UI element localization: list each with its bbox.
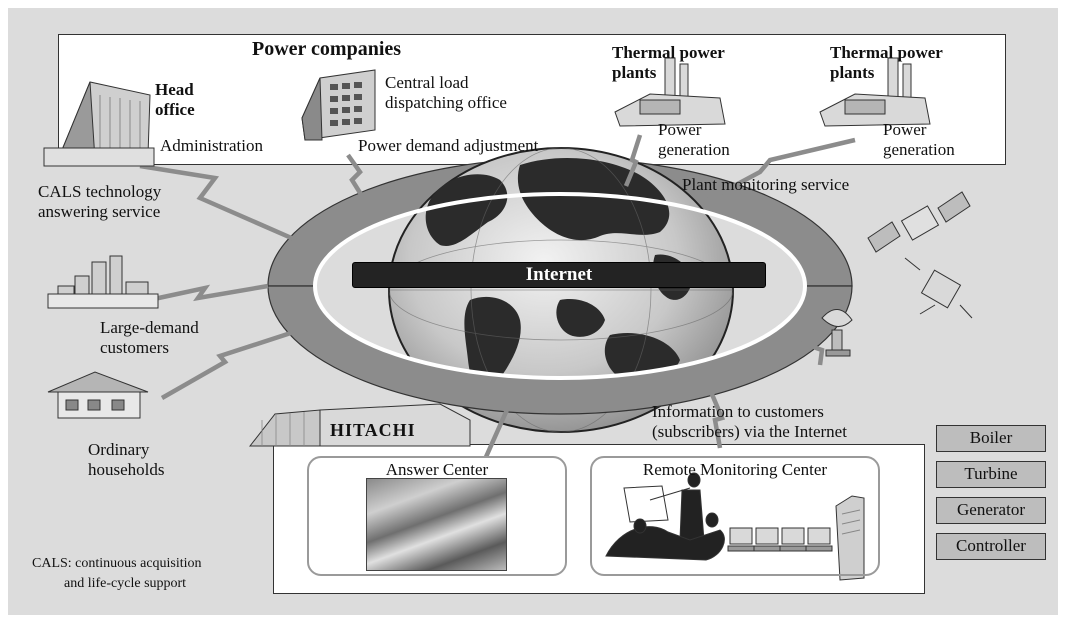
power-generation-2-line1: Power	[883, 120, 927, 139]
cals-service-line2: answering service	[38, 202, 161, 221]
thermal-plants-1-line2: plants	[612, 63, 657, 82]
power-demand-label: Power demand adjustment	[358, 136, 539, 155]
controller-box: Controller	[936, 533, 1046, 560]
central-load-line2: dispatching office	[385, 93, 507, 112]
administration-label: Administration	[160, 136, 263, 155]
head-office-building-icon	[43, 81, 155, 167]
head-office-line1: Head	[155, 80, 194, 99]
factory-icon	[47, 255, 159, 309]
thermal-plant-icon-1	[614, 57, 726, 127]
thermal-plants-2-line2: plants	[830, 63, 875, 82]
power-generation-1-line2: generation	[658, 140, 730, 159]
info-customers-line2: (subscribers) via the Internet	[652, 422, 847, 441]
satellite-icon-1	[867, 191, 971, 253]
dish-antenna-icon	[821, 309, 853, 357]
ring-inner-highlight	[313, 192, 807, 380]
thermal-plants-2-line1: Thermal power	[830, 43, 943, 62]
large-demand-line2: customers	[100, 338, 169, 357]
dispatching-office-icon	[301, 69, 376, 141]
ordinary-line1: Ordinary	[88, 440, 150, 459]
cals-note-line1: CALS: continuous acquisition	[32, 556, 202, 571]
answer-center-photo	[366, 478, 507, 571]
power-generation-2-line2: generation	[883, 140, 955, 159]
turbine-box: Turbine	[936, 461, 1046, 488]
remote-monitoring-center-box: Remote Monitoring Center	[590, 456, 880, 576]
thermal-plants-1-line1: Thermal power	[612, 43, 725, 62]
ordinary-line2: households	[88, 460, 165, 479]
power-generation-1-line1: Power	[658, 120, 702, 139]
large-demand-line1: Large-demand	[100, 318, 199, 337]
boiler-box: Boiler	[936, 425, 1046, 452]
globe-gridlines	[388, 147, 734, 433]
thermal-plant-icon-2	[819, 57, 931, 127]
head-office-line2: office	[155, 100, 195, 119]
monitoring-scene	[605, 472, 865, 581]
power-companies-title: Power companies	[252, 38, 402, 60]
cals-service-line1: CALS technology	[38, 182, 162, 201]
plant-monitoring-label: Plant monitoring service	[682, 175, 850, 194]
info-customers-line1: Information to customers	[652, 402, 824, 421]
house-icon	[47, 371, 149, 419]
internet-bar: Internet	[352, 262, 766, 288]
central-load-line1: Central load	[385, 73, 469, 92]
hitachi-logo: HITACHI	[330, 420, 416, 440]
generator-box: Generator	[936, 497, 1046, 524]
satellite-icon-2	[904, 257, 973, 319]
answer-center-title: Answer Center	[385, 460, 489, 479]
remote-monitoring-center-title: Remote Monitoring Center	[642, 460, 828, 479]
cals-note-line2: and life-cycle support	[64, 576, 187, 591]
hitachi-building-icon	[248, 403, 471, 447]
